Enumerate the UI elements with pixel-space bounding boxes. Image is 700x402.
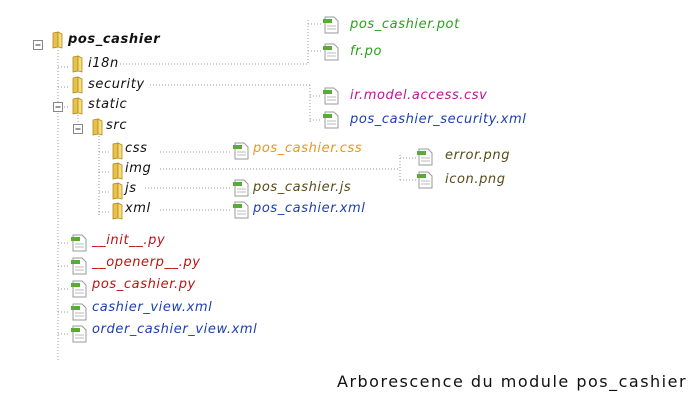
- file-icon: [323, 43, 339, 61]
- folder-icon: [52, 31, 63, 49]
- folder-icon: [72, 76, 83, 94]
- folder-icon: [72, 55, 83, 73]
- file-cashier-view-xml[interactable]: cashier_view.xml: [92, 300, 213, 315]
- file-error-png[interactable]: error.png: [445, 148, 511, 163]
- folder-icon: [72, 97, 83, 115]
- file-openerp-py[interactable]: __openerp__.py: [92, 255, 201, 270]
- file-pos-cashier-js[interactable]: pos_cashier.js: [253, 180, 352, 195]
- file-ir-model-access[interactable]: ir.model.access.csv: [350, 88, 488, 103]
- file-icon: [233, 201, 249, 219]
- file-icon: [71, 234, 87, 252]
- file-icon: [323, 16, 339, 34]
- folder-icon: [112, 162, 123, 180]
- folder-js[interactable]: js: [125, 181, 137, 196]
- minus-box-icon[interactable]: [73, 124, 83, 134]
- file-icon-png[interactable]: icon.png: [445, 172, 506, 187]
- file-icon: [417, 148, 433, 166]
- file-pos-cashier-xml[interactable]: pos_cashier.xml: [253, 201, 366, 216]
- folder-src[interactable]: src: [106, 118, 128, 133]
- file-icon: [233, 179, 249, 197]
- figure-caption: Arborescence du module pos_cashier: [337, 372, 688, 391]
- file-icon: [71, 303, 87, 321]
- file-fr-po[interactable]: fr.po: [350, 44, 383, 59]
- file-order-cashier-view-xml[interactable]: order_cashier_view.xml: [92, 322, 258, 337]
- file-pos-cashier-py[interactable]: pos_cashier.py: [92, 277, 196, 292]
- file-pos-cashier-pot[interactable]: pos_cashier.pot: [350, 17, 460, 32]
- folder-img[interactable]: img: [125, 161, 152, 176]
- folder-icon: [112, 202, 123, 220]
- folder-security[interactable]: security: [88, 77, 145, 92]
- folder-css[interactable]: css: [125, 141, 148, 156]
- folder-pos-cashier[interactable]: pos_cashier: [68, 32, 161, 47]
- folder-icon: [112, 182, 123, 200]
- minus-box-icon[interactable]: [53, 102, 63, 112]
- folder-xml[interactable]: xml: [125, 201, 151, 216]
- file-icon: [417, 171, 433, 189]
- file-pos-cashier-css[interactable]: pos_cashier.css: [253, 141, 363, 156]
- folder-static[interactable]: static: [88, 97, 128, 112]
- folder-i18n[interactable]: i18n: [88, 56, 119, 71]
- folder-icon: [92, 118, 103, 136]
- file-icon: [71, 280, 87, 298]
- file-pos-cashier-security-xml[interactable]: pos_cashier_security.xml: [350, 112, 527, 127]
- file-icon: [71, 257, 87, 275]
- minus-box-icon[interactable]: [33, 40, 43, 50]
- file-icon: [71, 325, 87, 343]
- file-init-py[interactable]: __init__.py: [92, 233, 166, 248]
- folder-icon: [112, 142, 123, 160]
- file-icon: [233, 142, 249, 160]
- file-icon: [323, 111, 339, 129]
- file-icon: [323, 87, 339, 105]
